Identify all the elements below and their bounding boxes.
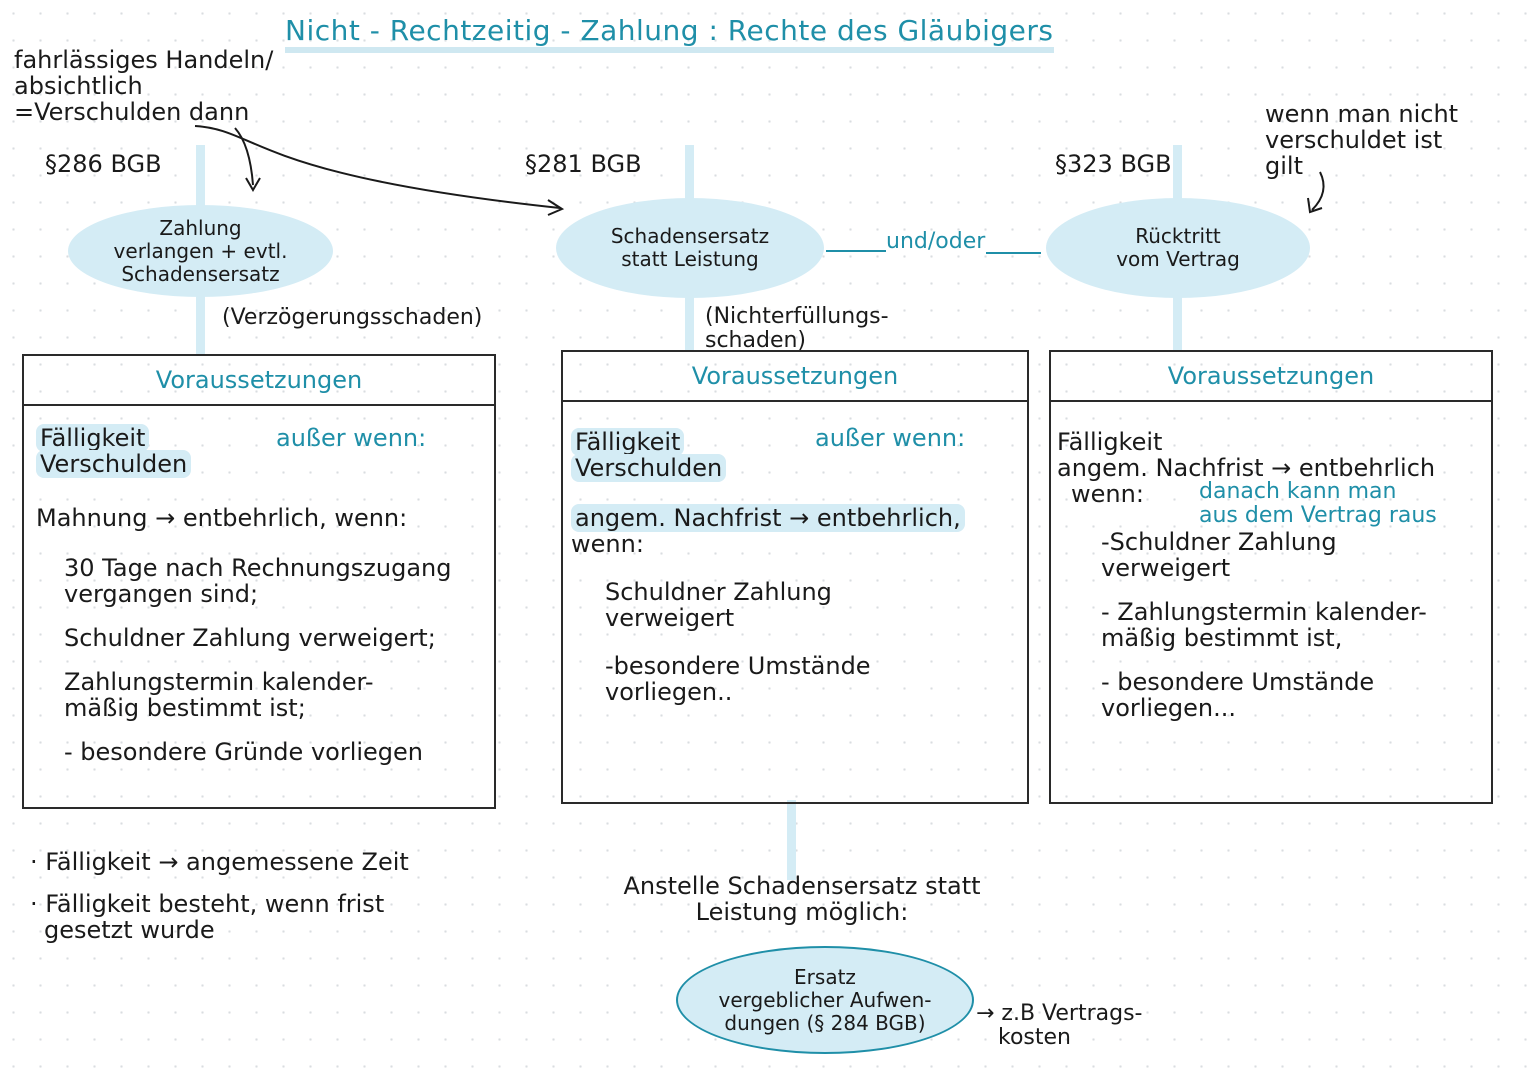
condition-line: Zahlungstermin kalender- bbox=[64, 667, 374, 696]
condition-line: - besondere Umstände bbox=[1101, 667, 1375, 696]
condition-line: vergangen sind; bbox=[64, 579, 259, 608]
teal-note-line: danach kann man bbox=[1199, 479, 1397, 504]
oval-withdrawal: Rücktritt vom Vertrag bbox=[1046, 198, 1310, 298]
note-line: · Fälligkeit besteht, wenn frist bbox=[30, 889, 385, 918]
top-left-note: fahrlässiges Handeln/ absichtlich =Versc… bbox=[14, 46, 274, 126]
bottom-center-text: Anstelle Schadensersatz statt Leistung m… bbox=[612, 872, 992, 926]
connector-bar bbox=[787, 800, 796, 880]
law-reference: §323 BGB bbox=[1055, 150, 1172, 178]
condition-line: -Schuldner Zahlung bbox=[1101, 528, 1337, 556]
requirement-item: angem. Nachfrist → entbehrlich bbox=[1057, 453, 1436, 482]
requirements-box-281: Voraussetzungen Fälligkeit Verschulden a… bbox=[561, 350, 1029, 804]
note-line: kosten bbox=[998, 1024, 1071, 1050]
sub-item: angem. Nachfrist → entbehrlich, wenn: bbox=[571, 504, 965, 558]
condition-line: -besondere Umstände bbox=[605, 651, 871, 680]
condition-line: 30 Tage nach Rechnungszugang bbox=[64, 554, 452, 582]
except-label: außer wenn: bbox=[276, 424, 427, 452]
damage-line: (Nichterfüllungs- bbox=[705, 304, 889, 329]
damage-label: (Verzögerungsschaden) bbox=[222, 305, 483, 330]
conditions-list: Schuldner Zahlung verweigert -besondere … bbox=[605, 578, 871, 706]
oval-line: Schadensersatz bbox=[121, 261, 280, 286]
oval-line: vergeblicher Aufwen- bbox=[718, 987, 932, 1012]
requirements-box-286: Voraussetzungen Fälligkeit Verschulden a… bbox=[22, 354, 496, 809]
connector-line bbox=[826, 250, 886, 252]
note-line: gesetzt wurde bbox=[44, 915, 215, 944]
except-label: außer wenn: bbox=[815, 424, 966, 452]
note-line: wenn man nicht bbox=[1265, 100, 1459, 128]
page-title: Nicht - Rechtzeitig - Zahlung : Rechte d… bbox=[285, 14, 1054, 53]
condition-line: vorliegen... bbox=[1101, 693, 1236, 722]
condition-line: vorliegen.. bbox=[605, 677, 733, 706]
note-line: Anstelle Schadensersatz statt bbox=[623, 872, 981, 900]
condition-line: - besondere Gründe vorliegen bbox=[64, 737, 424, 766]
note-line: gilt bbox=[1265, 151, 1303, 180]
requirement-item: wenn: bbox=[1071, 479, 1144, 508]
requirements-list: Fälligkeit angem. Nachfrist → entbehrlic… bbox=[1057, 428, 1436, 508]
condition-line: Schuldner Zahlung bbox=[605, 578, 832, 606]
note-line: → z.B Vertrags- bbox=[976, 1001, 1143, 1026]
bottom-right-note: → z.B Vertrags- kosten bbox=[976, 1002, 1143, 1050]
oval-line: Schadensersatz bbox=[610, 224, 770, 248]
requirements-list: Fälligkeit Verschulden bbox=[571, 428, 727, 482]
oval-line: Rücktritt bbox=[1135, 224, 1221, 248]
requirement-item: Fälligkeit bbox=[571, 428, 685, 456]
oval-payment-demand: Zahlung verlangen + evtl. Schadensersatz bbox=[68, 205, 333, 297]
damage-line: schaden) bbox=[705, 327, 807, 353]
note-line: · Fälligkeit → angemessene Zeit bbox=[30, 848, 409, 876]
note-line: fahrlässiges Handeln/ bbox=[14, 46, 274, 74]
oval-line: Zahlung bbox=[159, 215, 242, 240]
note-line: Leistung möglich: bbox=[695, 897, 909, 926]
connector-label: und/oder bbox=[886, 229, 986, 254]
requirement-item: Fälligkeit bbox=[1057, 428, 1163, 456]
law-reference: §281 BGB bbox=[525, 150, 642, 178]
oval-damages-instead: Schadensersatz statt Leistung bbox=[556, 198, 824, 298]
conditions-list: 30 Tage nach Rechnungszugang vergangen s… bbox=[64, 554, 452, 766]
conditions-list: -Schuldner Zahlung verweigert - Zahlungs… bbox=[1101, 528, 1427, 722]
connector-line bbox=[986, 252, 1041, 254]
teal-note-line: aus dem Vertrag raus bbox=[1199, 502, 1437, 528]
sub-item: Mahnung → entbehrlich, wenn: bbox=[36, 504, 408, 532]
requirements-box-323: Voraussetzungen Fälligkeit angem. Nachfr… bbox=[1049, 350, 1493, 804]
requirement-item: Verschulden bbox=[571, 453, 727, 482]
oval-line: vom Vertrag bbox=[1116, 247, 1240, 271]
oval-line: Ersatz bbox=[794, 964, 856, 989]
condition-line: mäßig bestimmt ist; bbox=[64, 693, 306, 722]
oval-line: dungen (§ 284 BGB) bbox=[724, 1010, 926, 1035]
condition-line: Schuldner Zahlung verweigert; bbox=[64, 623, 436, 652]
oval-line: verlangen + evtl. bbox=[113, 238, 288, 263]
oval-wasted-expenses: Ersatz vergeblicher Aufwen- dungen (§ 28… bbox=[676, 946, 974, 1054]
box-title: Voraussetzungen bbox=[563, 352, 1027, 402]
top-right-note: wenn man nicht verschuldet ist gilt bbox=[1265, 100, 1459, 180]
condition-line: mäßig bestimmt ist, bbox=[1101, 623, 1343, 652]
oval-line: statt Leistung bbox=[621, 247, 759, 271]
note-line: verschuldet ist bbox=[1265, 125, 1443, 154]
note-line: absichtlich bbox=[14, 71, 143, 100]
damage-label: (Nichterfüllungs- schaden) bbox=[705, 305, 889, 353]
sub-item-line: wenn: bbox=[571, 529, 644, 558]
note-line: =Verschulden dann bbox=[14, 97, 250, 126]
requirement-item: Verschulden bbox=[36, 449, 192, 478]
teal-note: danach kann man aus dem Vertrag raus bbox=[1199, 480, 1437, 528]
condition-line: verweigert bbox=[1101, 553, 1231, 582]
condition-line: verweigert bbox=[605, 603, 735, 632]
bottom-left-notes: · Fälligkeit → angemessene Zeit · Fällig… bbox=[30, 848, 409, 944]
box-title: Voraussetzungen bbox=[24, 356, 494, 406]
requirements-list: Fälligkeit Verschulden bbox=[36, 424, 192, 478]
box-title: Voraussetzungen bbox=[1051, 352, 1491, 402]
law-reference: §286 BGB bbox=[45, 150, 162, 178]
sub-item-line: angem. Nachfrist → entbehrlich, bbox=[571, 504, 965, 532]
requirement-item: Fälligkeit bbox=[36, 424, 150, 452]
condition-line: - Zahlungstermin kalender- bbox=[1101, 597, 1427, 626]
